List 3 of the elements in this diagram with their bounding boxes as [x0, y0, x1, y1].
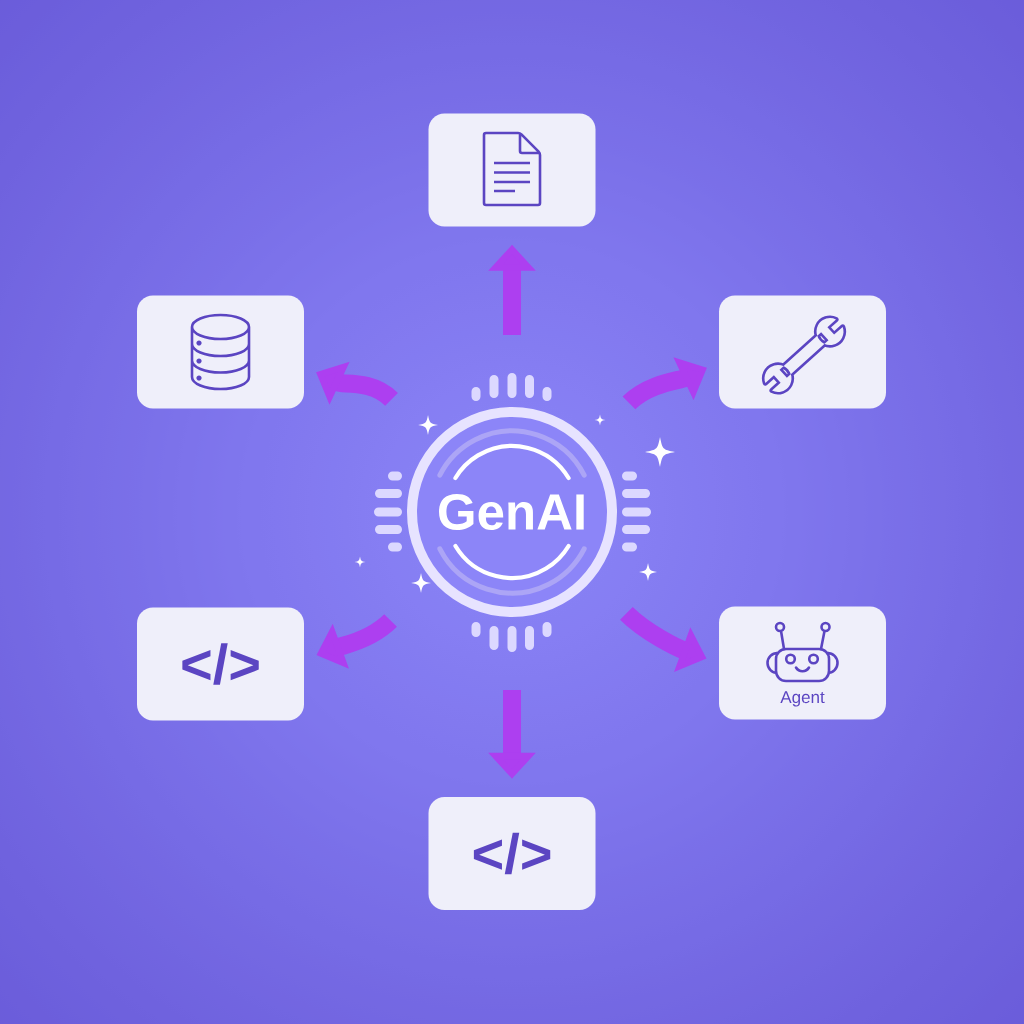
- card: Agent: [719, 606, 886, 720]
- card: </>: [428, 797, 596, 910]
- card: </>: [137, 607, 304, 721]
